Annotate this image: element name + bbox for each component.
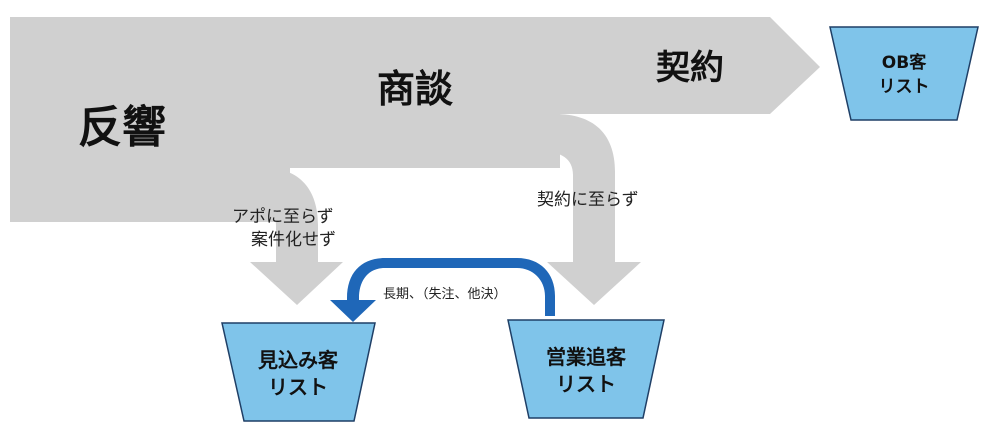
prospect-list-bucket: [221, 322, 376, 422]
followup-bucket-label-line1: 営業追客: [546, 345, 627, 369]
ob-bucket-label-line2: リスト: [879, 77, 930, 97]
prospect-bucket-label-line2: リスト: [268, 375, 328, 399]
stage-label-response: 反響: [78, 102, 166, 153]
note-no-appointment-line2: 案件化せず: [251, 230, 336, 250]
no-appointment-branch-arrow: [200, 168, 343, 305]
note-no-contract: 契約に至らず: [537, 190, 639, 210]
main-flow-arrow: [10, 17, 820, 114]
ob-bucket-label-line1: OB客: [882, 52, 927, 73]
followup-bucket-label-line2: リスト: [556, 372, 616, 396]
response-flow-band: [10, 114, 560, 222]
stage-label-contract: 契約: [656, 48, 724, 88]
followup-list-bucket: [507, 319, 665, 419]
long-term-return-arrow: [330, 258, 555, 322]
stage-label-negotiation: 商談: [377, 67, 453, 111]
no-contract-branch-arrow: [470, 114, 641, 305]
ob-customer-list-bucket: [829, 26, 979, 121]
prospect-bucket-label-line1: 見込み客: [258, 348, 339, 372]
note-no-appointment-line1: アポに至らず: [232, 207, 334, 227]
note-long-term: 長期、（失注、他決）: [383, 287, 507, 302]
